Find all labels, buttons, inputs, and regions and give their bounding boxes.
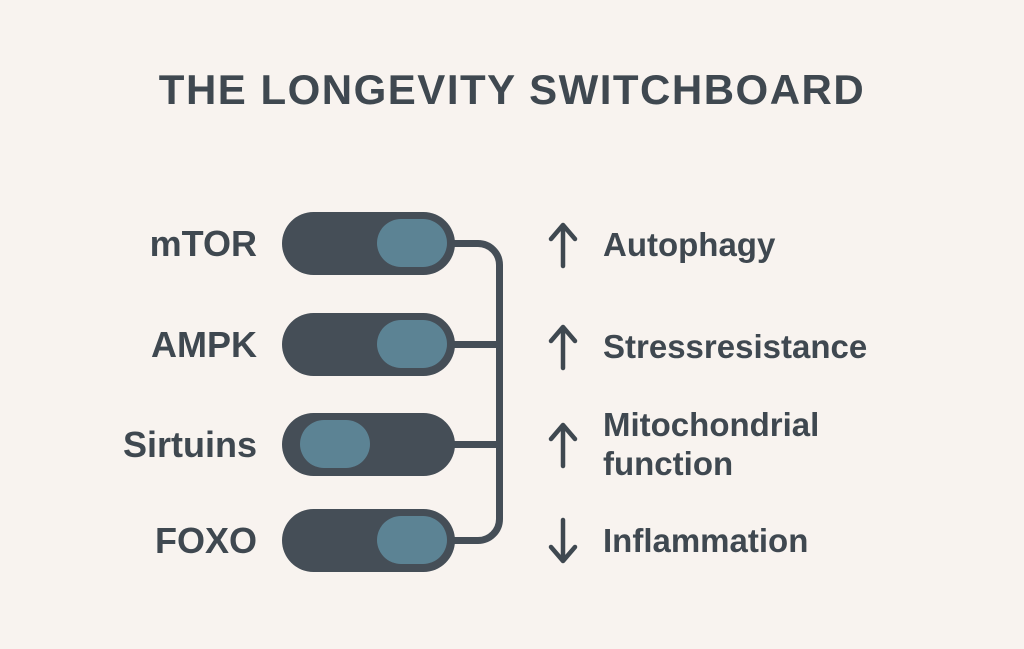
outcome-item: Mitochondrial function: [548, 403, 903, 487]
toggle-switch-sirtuins[interactable]: [282, 413, 455, 476]
outcome-item: Inflammation: [548, 511, 808, 571]
toggle-knob: [377, 320, 447, 368]
toggle-knob: [300, 420, 370, 468]
page-title: THE LONGEVITY SWITCHBOARD: [158, 66, 866, 113]
down-arrow-icon: [548, 516, 578, 566]
toggle-switch-foxo[interactable]: [282, 509, 455, 572]
outcome-item: Autophagy: [548, 215, 775, 275]
outcome-label: Autophagy: [603, 225, 776, 263]
outcome-label: Mitochondrial function: [603, 406, 820, 482]
toggle-knob: [377, 219, 447, 267]
switch-label: Sirtuins: [122, 423, 257, 465]
switch-row: FOXO: [60, 509, 455, 572]
up-arrow-icon: [548, 322, 578, 372]
outcome-label: Stressresistance: [603, 327, 868, 365]
switch-label: AMPK: [151, 323, 257, 365]
switch-row: mTOR: [60, 212, 455, 275]
outcome-label: Inflammation: [603, 521, 809, 559]
toggle-switch-mtor[interactable]: [282, 212, 455, 275]
up-arrow-icon: [548, 220, 578, 270]
up-arrow-icon: [548, 420, 578, 470]
toggle-switch-ampk[interactable]: [282, 313, 455, 376]
outcome-item: Stressresistance: [548, 317, 867, 377]
switch-label: FOXO: [154, 519, 257, 561]
switch-label: mTOR: [149, 222, 257, 264]
toggle-knob: [377, 516, 447, 564]
switch-row: Sirtuins: [60, 413, 455, 476]
switch-row: AMPK: [60, 313, 455, 376]
